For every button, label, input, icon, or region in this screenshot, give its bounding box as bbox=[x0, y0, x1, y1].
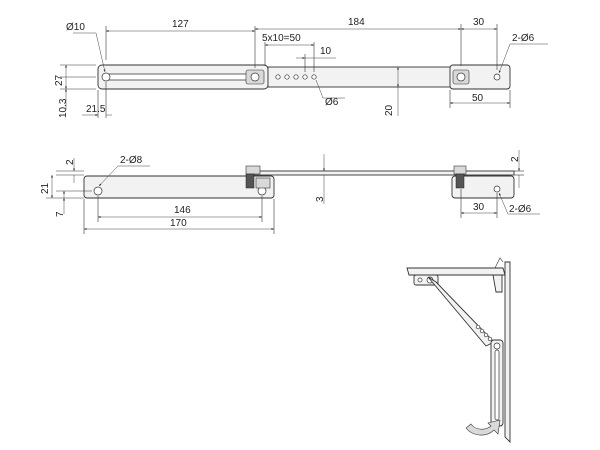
pivot-bolt-icon bbox=[250, 72, 260, 82]
dim-arm-length: 184 bbox=[348, 17, 365, 28]
dim-overall: 170 bbox=[170, 218, 187, 229]
dim-height: 21 bbox=[40, 182, 51, 194]
thin-arm bbox=[251, 170, 515, 176]
dim-adjust-hole: Ø6 bbox=[325, 97, 339, 108]
dim-right-gap: 2 bbox=[510, 156, 521, 162]
dim-arm-height: 20 bbox=[384, 104, 395, 116]
dim-slot-offset: 21.5 bbox=[86, 104, 106, 115]
wall-panel bbox=[504, 261, 511, 444]
dim-edge: 10.3 bbox=[58, 98, 69, 118]
wall-pivot-icon bbox=[493, 342, 501, 350]
bracket-hole bbox=[493, 185, 501, 193]
slot-end-hole bbox=[101, 72, 111, 82]
dim-bracket-length: 50 bbox=[472, 93, 484, 104]
dim-width: 27 bbox=[54, 74, 65, 86]
rotate-arrow-icon bbox=[465, 419, 501, 436]
shelf-hole-icon bbox=[417, 277, 423, 283]
pivot-washer bbox=[255, 177, 271, 189]
top-view: Ø10 127 184 30 2-Ø6 5x10=50 10 Ø6 bbox=[54, 17, 548, 118]
side-view: 2 2-Ø8 21 7 146 170 3 2 bbox=[40, 150, 540, 234]
side-bracket bbox=[451, 175, 515, 199]
adjust-hole bbox=[275, 74, 281, 80]
dim-slot-length: 127 bbox=[172, 19, 189, 30]
dim-lower-edge: 7 bbox=[55, 211, 66, 217]
dim-end-offset: 30 bbox=[473, 17, 485, 28]
dim-bracket-holes: 2-Ø6 bbox=[509, 204, 532, 215]
dim-hole-spacing: 146 bbox=[174, 205, 191, 216]
arm-adjust-hole bbox=[479, 328, 485, 334]
adjust-hole bbox=[284, 74, 290, 80]
dim-pitch-single: 10 bbox=[320, 46, 332, 57]
adjust-hole bbox=[293, 74, 299, 80]
bracket-hole bbox=[493, 73, 501, 81]
dim-end-holes: 2-Ø6 bbox=[512, 33, 535, 44]
shelf-panel bbox=[406, 267, 506, 276]
arm-adjust-hole bbox=[487, 336, 493, 342]
lower-link bbox=[83, 175, 275, 199]
dim-arm-thickness: 3 bbox=[315, 196, 326, 202]
dim-hole-pitch: 5x10=50 bbox=[262, 33, 301, 44]
adjust-hole bbox=[302, 74, 308, 80]
pivot-bolt bbox=[245, 173, 255, 189]
bracket-cap bbox=[453, 165, 467, 175]
pivot-cap bbox=[245, 165, 261, 175]
pivot-hole bbox=[93, 186, 103, 196]
installed-view bbox=[406, 257, 511, 444]
slot bbox=[105, 73, 253, 81]
bracket-pivot-icon bbox=[456, 72, 466, 82]
dim-pivot-holes: 2-Ø8 bbox=[120, 155, 143, 166]
arm-adjust-hole bbox=[483, 332, 489, 338]
wall-slot bbox=[494, 349, 500, 421]
arm-adjust-hole bbox=[475, 324, 481, 330]
bracket-bolt bbox=[455, 173, 465, 189]
dim-bracket-offset: 30 bbox=[473, 202, 485, 213]
dim-top-gap: 2 bbox=[65, 159, 76, 165]
adjust-hole bbox=[311, 74, 317, 80]
wall-top-bracket bbox=[492, 274, 503, 293]
dim-hole-main: Ø10 bbox=[66, 22, 85, 33]
